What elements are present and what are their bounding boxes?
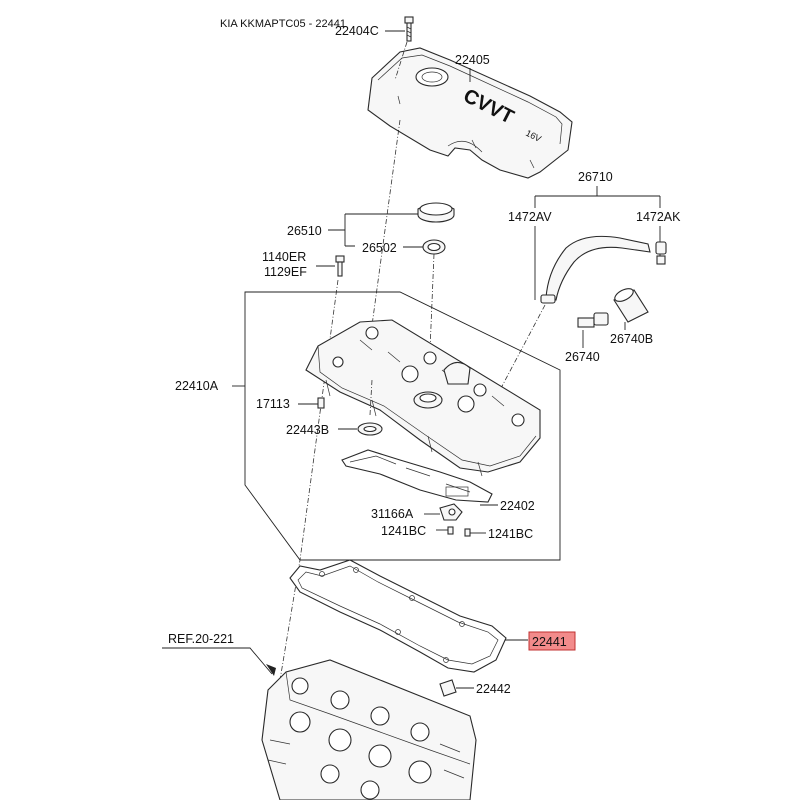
label-ref-20-221: REF.20-221 (168, 632, 234, 646)
ref-arrow-icon (266, 664, 276, 676)
label-22405: 22405 (455, 53, 490, 67)
hose-26740B (613, 288, 649, 323)
plug-22442 (439, 679, 457, 697)
diagram-header: KIA KKMAPTC05 - 22441 (220, 18, 346, 30)
label-1472AK: 1472AK (636, 210, 681, 224)
seal-26502 (422, 239, 446, 255)
label-31166A: 31166A (371, 507, 414, 521)
bolt-22404C (404, 16, 414, 42)
label-26510: 26510 (287, 224, 322, 238)
engine-cover-22405: CVVT 16V (367, 47, 573, 179)
label-17113: 17113 (256, 397, 290, 411)
breather-hose-26710 (540, 235, 667, 304)
pcv-valve-26740 (577, 312, 609, 328)
label-26740B: 26740B (610, 332, 653, 346)
label-22443B: 22443B (286, 423, 329, 437)
label-22442: 22442 (476, 682, 511, 696)
cylinder-head (261, 659, 477, 801)
plug-17113 (317, 397, 325, 409)
seal-22443B (357, 422, 383, 436)
label-1241BC-b: 1241BC (488, 527, 533, 541)
valve-cover-gasket-22441 (289, 559, 507, 673)
label-1129EF: 1129EF (264, 265, 307, 279)
label-22441[interactable]: 22441 (532, 635, 567, 649)
baffle-plate-22402 (341, 449, 493, 503)
label-22402: 22402 (500, 499, 535, 513)
label-26740: 26740 (565, 350, 600, 364)
label-26710: 26710 (578, 170, 613, 184)
screw-1241BC-a (447, 526, 454, 535)
label-1472AV: 1472AV (508, 210, 552, 224)
oil-filler-cap-26510 (417, 202, 455, 223)
assembly-box-22410A (244, 291, 561, 561)
label-26502: 26502 (362, 241, 397, 255)
bolt-1140ER (335, 255, 345, 277)
label-1140ER: 1140ER (262, 250, 306, 264)
highlight-22441[interactable] (528, 631, 576, 651)
valve-cover (305, 319, 541, 477)
label-22404C: 22404C (335, 24, 379, 38)
clamp-1472AK (656, 255, 666, 265)
label-1241BC-a: 1241BC (381, 524, 426, 538)
fitting-31166A (439, 503, 463, 521)
screw-1241BC-b (464, 528, 471, 537)
label-22410A: 22410A (175, 379, 219, 393)
